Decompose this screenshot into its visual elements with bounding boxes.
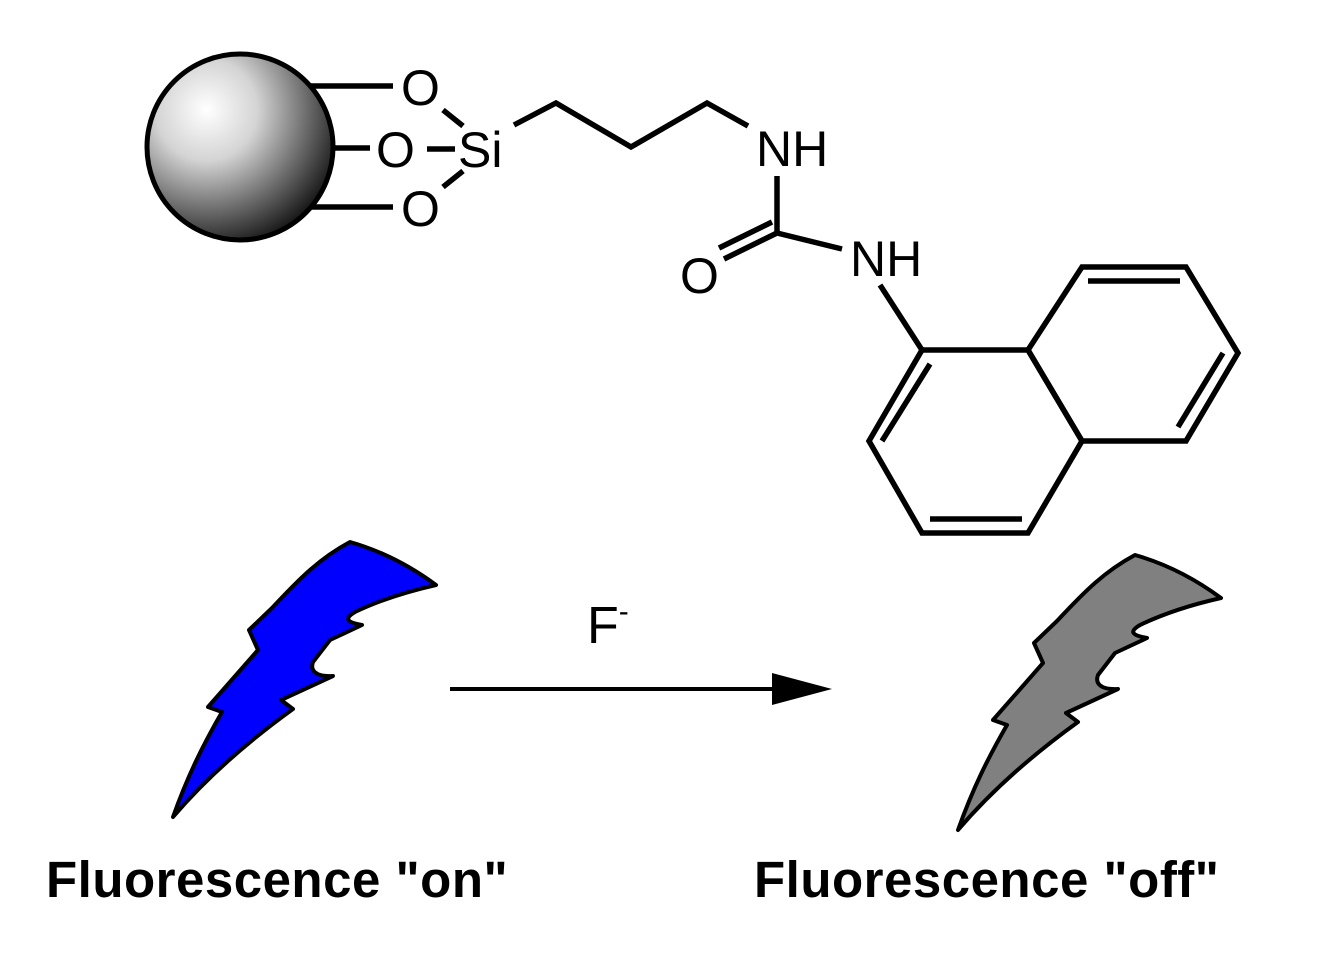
atom-nh-lower: NH — [850, 231, 922, 287]
bead-oxygen-bonds — [310, 83, 393, 210]
nh-naphthyl-bond — [877, 283, 925, 352]
atom-nh-upper: NH — [756, 121, 828, 177]
reagent-fluoride-label: F- — [587, 594, 629, 656]
silica-bead — [144, 51, 336, 243]
atom-silicon: Si — [458, 122, 502, 178]
lightning-bolt-on-icon — [171, 540, 438, 819]
fluorescence-off-caption: Fluorescence "off" — [754, 851, 1220, 908]
reaction-arrow — [450, 673, 832, 705]
carbonyl-double-bond — [717, 219, 779, 262]
lightning-bolt-off-icon — [956, 553, 1223, 832]
reagent-charge: - — [618, 594, 629, 628]
oxygen-silicon-bonds — [427, 107, 465, 190]
fluorescence-on-caption: Fluorescence "on" — [46, 851, 509, 908]
naphthalene-ring — [865, 264, 1242, 536]
atom-oxygen-bottom: O — [401, 181, 440, 237]
atom-oxygen-carbonyl: O — [680, 248, 719, 304]
atom-oxygen-middle: O — [376, 122, 415, 178]
propyl-chain — [512, 99, 750, 151]
atom-oxygen-top: O — [401, 60, 440, 116]
carbon-nh-bond — [776, 230, 843, 252]
reagent-symbol: F — [587, 597, 619, 655]
